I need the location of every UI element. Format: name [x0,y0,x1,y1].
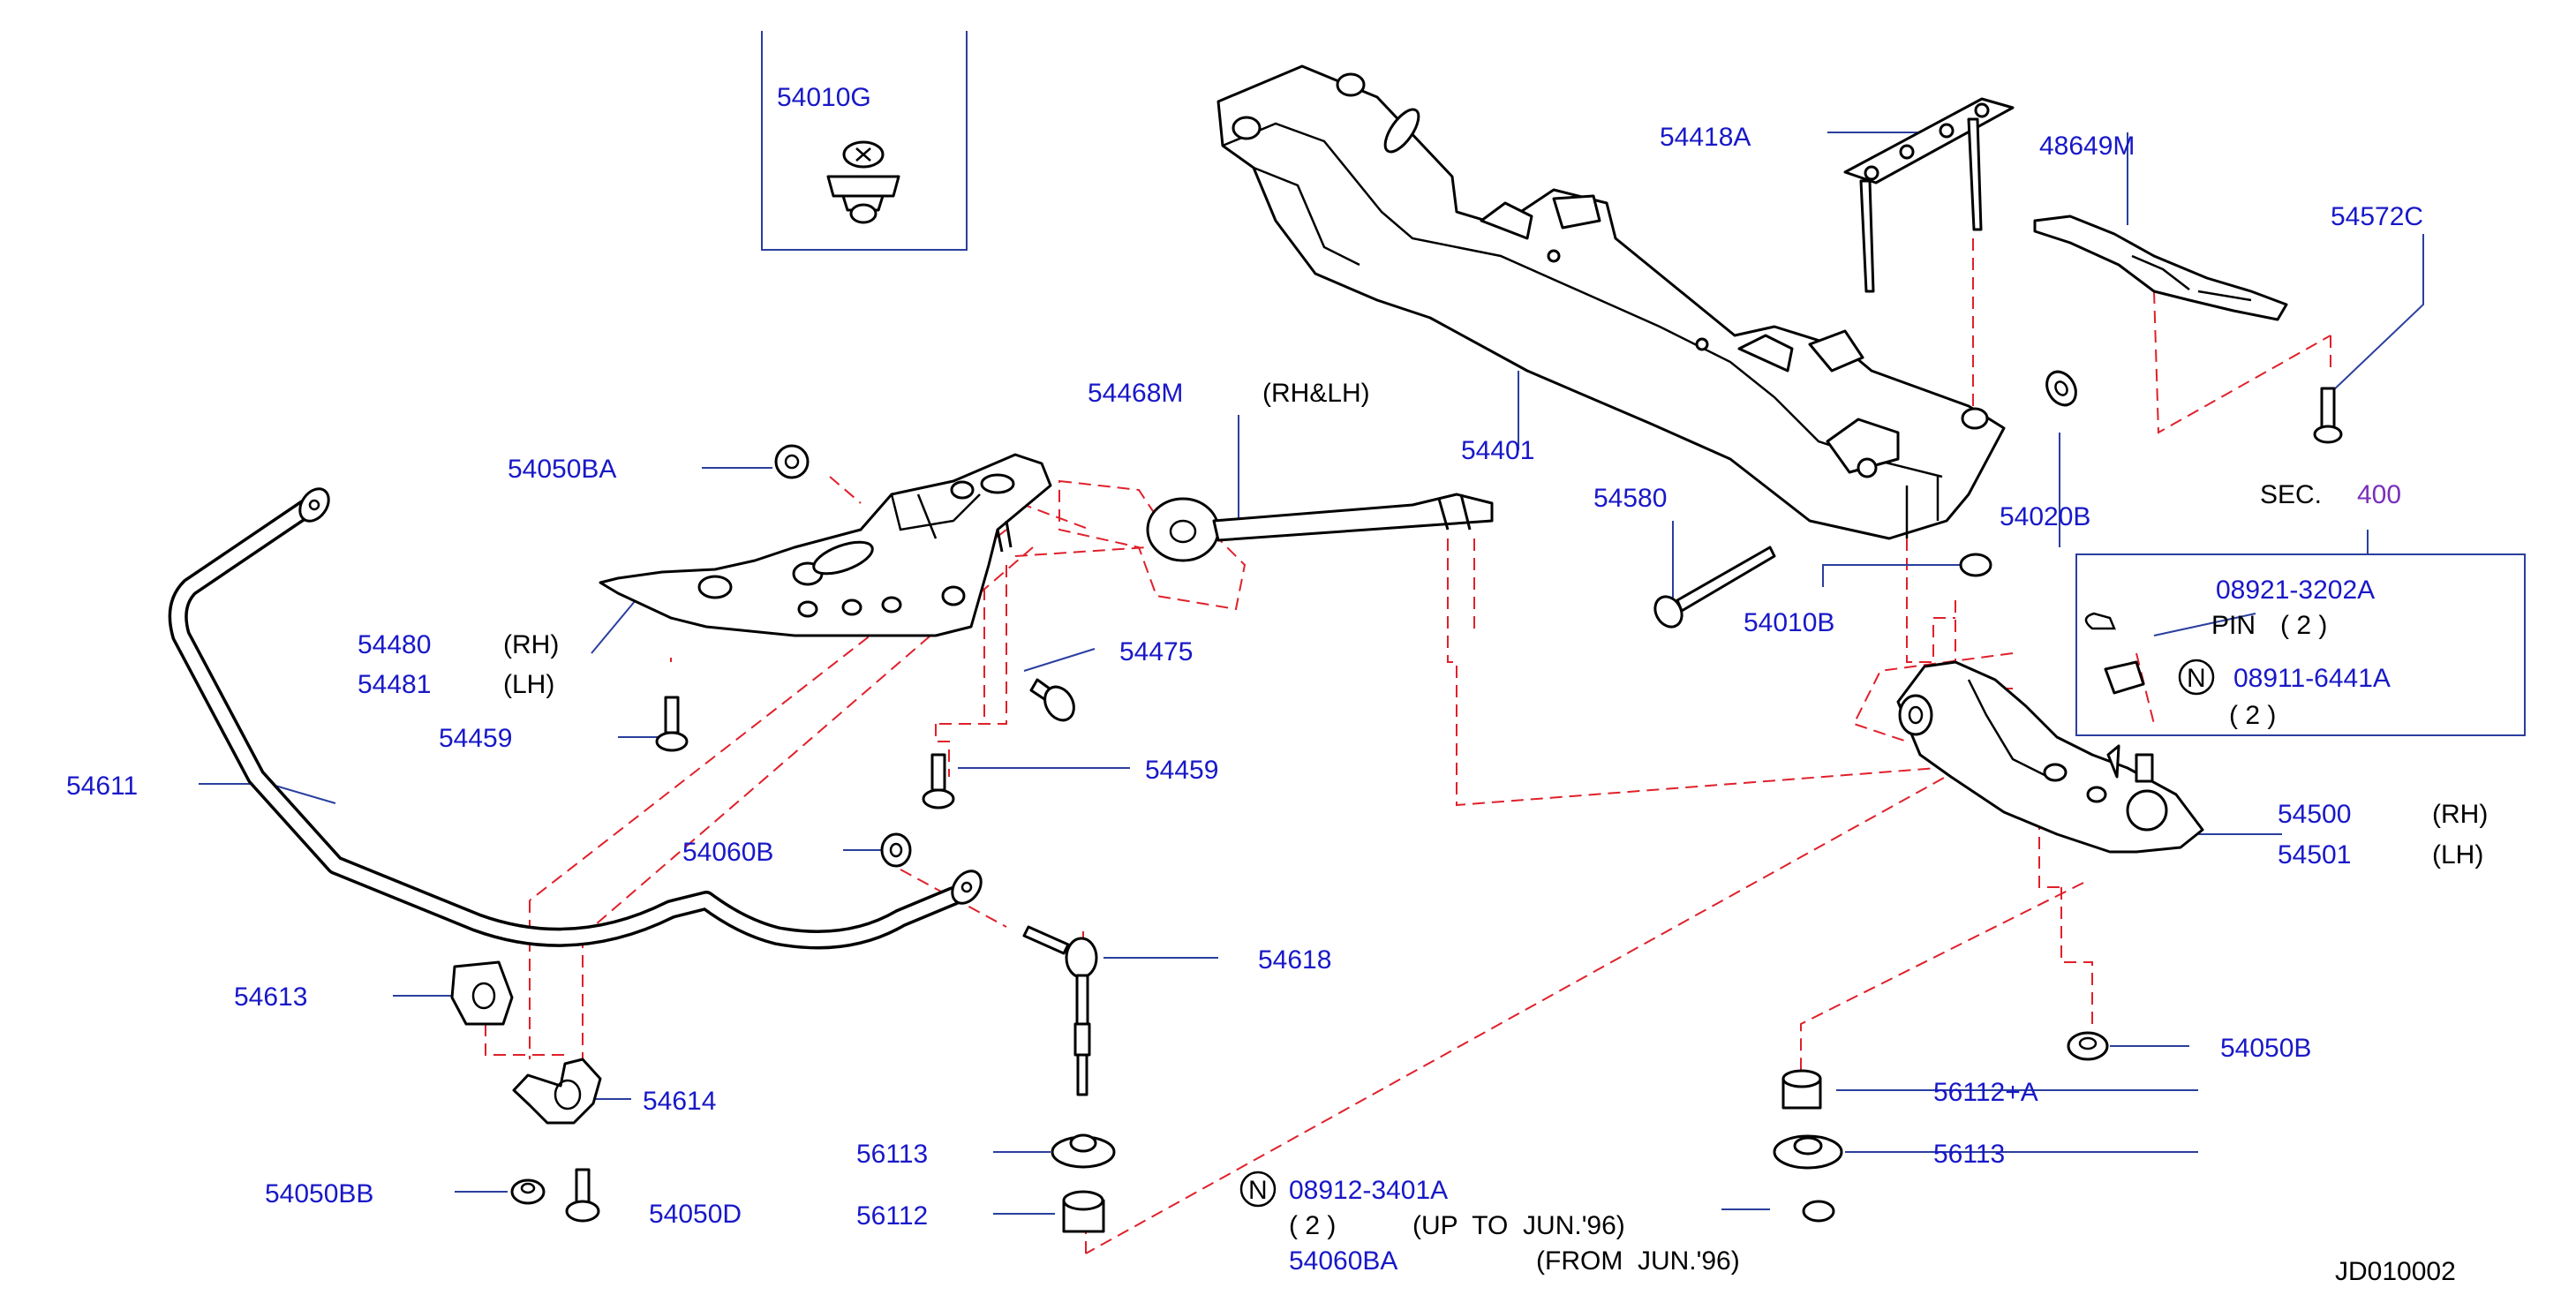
label-54060B[interactable]: 54060B [682,838,773,867]
bushing-54613 [450,960,514,1026]
label-56113-right[interactable]: 56113 [1933,1140,2005,1169]
front-crossmember-54401 [1216,64,2006,540]
nut-54050BB [510,1178,546,1205]
label-54501[interactable]: 54501 [2278,840,2351,870]
stabilizer-bar-54611 [168,487,983,950]
n-badge-1: N [2187,664,2206,693]
label-54050D[interactable]: 54050D [649,1200,742,1229]
label-56112A[interactable]: 56112+A [1933,1078,2038,1107]
label-54480-side: (RH) [503,630,559,659]
bracket-54418A [1843,97,2015,293]
clamp-54614 [512,1058,602,1125]
label-08912-note: (UP TO JUN.'96) [1412,1211,1625,1240]
label-54614[interactable]: 54614 [643,1087,716,1116]
label-54500[interactable]: 54500 [2278,800,2351,829]
n-badge-2: N [1248,1176,1268,1205]
label-54481[interactable]: 54481 [358,670,431,699]
bolt-54580 [1653,546,1776,629]
washer-54020B [2045,370,2077,407]
label-54401[interactable]: 54401 [1461,436,1534,465]
label-54060BA-note: (FROM JUN.'96) [1536,1246,1740,1276]
label-54580[interactable]: 54580 [1593,484,1667,513]
insulator-56113-right [1773,1134,1843,1170]
bracket-54480-54481 [599,453,1052,637]
label-54060BA[interactable]: 54060BA [1289,1246,1397,1276]
nut-bottom-right [1802,1200,1835,1223]
stabilizer-link-54618 [1022,925,1098,1096]
n-badge-circle-1 [2178,659,2215,696]
bolt-54475 [1029,678,1075,722]
label-54501-side: (LH) [2432,840,2483,870]
nut-54060B [880,832,912,868]
label-54050BB[interactable]: 54050BB [265,1179,373,1208]
label-54572C[interactable]: 54572C [2331,202,2423,231]
label-56113-left[interactable]: 56113 [856,1140,928,1169]
label-54050B[interactable]: 54050B [2220,1034,2311,1063]
nut-08911 [2104,660,2145,695]
nut-54010B [1959,553,1992,577]
label-54010G[interactable]: 54010G [777,83,871,112]
label-08912-qty: ( 2 ) [1289,1211,1336,1240]
label-sec-400[interactable]: 400 [2357,480,2401,509]
label-08911-6441A[interactable]: 08911-6441A [2233,664,2391,693]
shield-48649M [2033,215,2288,321]
label-54020B[interactable]: 54020B [2000,502,2090,531]
pin-08921 [2084,612,2116,630]
label-54459-a[interactable]: 54459 [439,724,512,753]
n-badge-circle-2 [1239,1171,1277,1208]
label-54613[interactable]: 54613 [234,982,307,1012]
bolt-54572C [2313,387,2343,444]
label-54618[interactable]: 54618 [1258,945,1331,975]
label-48649M[interactable]: 48649M [2039,132,2135,161]
diagram-id: JD010002 [2335,1257,2456,1286]
nut-54050B [2067,1031,2109,1061]
clip-54010G [826,140,900,224]
bolt-54050D [565,1168,600,1223]
label-54475[interactable]: 54475 [1119,637,1193,666]
label-54010B[interactable]: 54010B [1744,608,1834,637]
inset-frame-sec400 [2075,553,2526,736]
bushing-56112-left [1062,1190,1105,1233]
label-54459-b[interactable]: 54459 [1145,756,1218,785]
insulator-56113-left [1051,1133,1116,1169]
lower-arm-54500-54501 [1896,660,2204,854]
bolt-54459-upper [655,696,689,752]
label-pin-qty: ( 2 ) [2280,611,2327,640]
label-54480[interactable]: 54480 [358,630,431,659]
label-08921-3202A[interactable]: 08921-3202A [2216,576,2375,605]
label-56112-left[interactable]: 56112 [856,1201,928,1231]
label-54500-side: (RH) [2432,800,2488,829]
label-sec-prefix: SEC. [2260,480,2322,509]
bushing-54050BA [774,444,810,479]
label-08911-qty: ( 2 ) [2229,701,2276,730]
label-54468M[interactable]: 54468M [1088,379,1183,408]
label-08912-3401A[interactable]: 08912-3401A [1289,1176,1448,1205]
label-54611[interactable]: 54611 [66,772,138,801]
tension-rod-54468M [1146,493,1494,562]
label-54418A[interactable]: 54418A [1660,123,1751,152]
bolt-54459-lower [922,753,955,809]
label-54468M-side: (RH&LH) [1262,379,1370,408]
bushing-56112A-right [1781,1069,1822,1110]
leader-lines [199,132,2424,1215]
inset-frame-54010G [761,31,968,251]
label-pin: PIN [2211,611,2256,640]
label-54481-side: (LH) [503,670,554,699]
label-54050BA[interactable]: 54050BA [508,455,616,484]
